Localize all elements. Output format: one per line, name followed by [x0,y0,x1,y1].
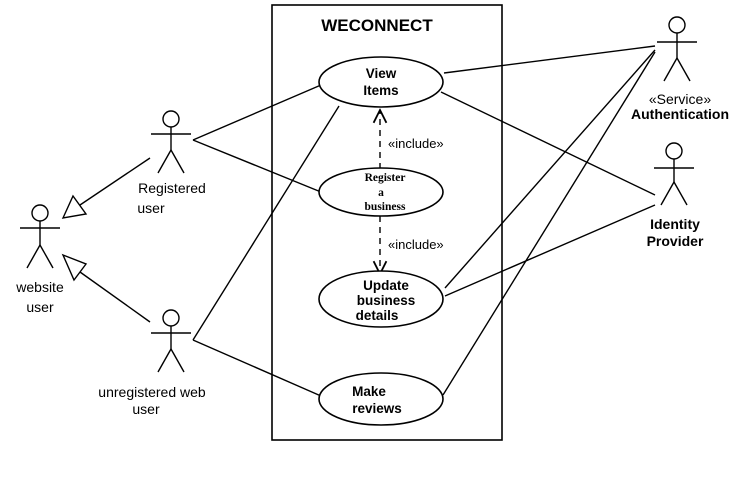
svg-text:Registered: Registered [138,180,206,196]
svg-text:reviews: reviews [352,401,402,416]
svg-text:unregistered web: unregistered web [98,384,206,400]
svg-text:user: user [26,299,54,315]
actor-registered-user[interactable]: Registered user [137,110,206,216]
actor-unregistered-user[interactable]: unregistered web user [98,309,206,417]
svg-text:Make: Make [352,384,386,399]
svg-text:Provider: Provider [647,233,704,249]
use-case-register-business[interactable]: Register a business [318,167,444,217]
svg-text:business: business [365,201,406,213]
svg-text:Register: Register [365,172,406,184]
svg-text:View: View [366,66,397,81]
assoc-unregistered-view [192,105,340,341]
generalization-registered [61,157,151,219]
stick-figure-icon [20,204,60,269]
assoc-registered-register [192,139,322,193]
assoc-update-auth [444,49,656,289]
assoc-update-idp [444,204,656,297]
svg-text:user: user [137,200,165,216]
associations [192,45,656,397]
actor-website-user[interactable]: website user [15,204,64,315]
svg-text:Identity: Identity [650,216,700,232]
svg-text:details: details [356,308,399,323]
assoc-unregistered-reviews [192,339,322,397]
stick-figure-icon [151,110,191,174]
system-title: WECONNECT [321,16,433,35]
assoc-view-idp [440,91,656,196]
use-case-view-items[interactable]: View Items [318,56,444,108]
stick-figure-icon [657,16,697,82]
assoc-view-auth [443,45,656,74]
use-case-make-reviews[interactable]: Make reviews [318,372,444,426]
svg-text:Authentication: Authentication [631,106,729,122]
svg-text:«Service»: «Service» [649,91,711,107]
stick-figure-icon [151,309,191,373]
include-label-lower: «include» [388,237,444,252]
assoc-reviews-auth [442,51,656,396]
actor-authentication[interactable]: «Service» Authentication [631,16,729,122]
svg-text:user: user [132,401,160,417]
generalization-unregistered [61,253,151,323]
svg-text:website: website [15,279,64,295]
stick-figure-icon [654,142,694,206]
actor-identity-provider[interactable]: Identity Provider [647,142,704,249]
assoc-registered-view [192,84,322,141]
svg-text:Update: Update [363,278,409,293]
svg-text:Items: Items [363,83,398,98]
use-case-update-business[interactable]: Update business details [318,270,444,328]
svg-text:business: business [357,293,416,308]
include-label-upper: «include» [388,136,444,151]
svg-text:a: a [378,187,384,199]
